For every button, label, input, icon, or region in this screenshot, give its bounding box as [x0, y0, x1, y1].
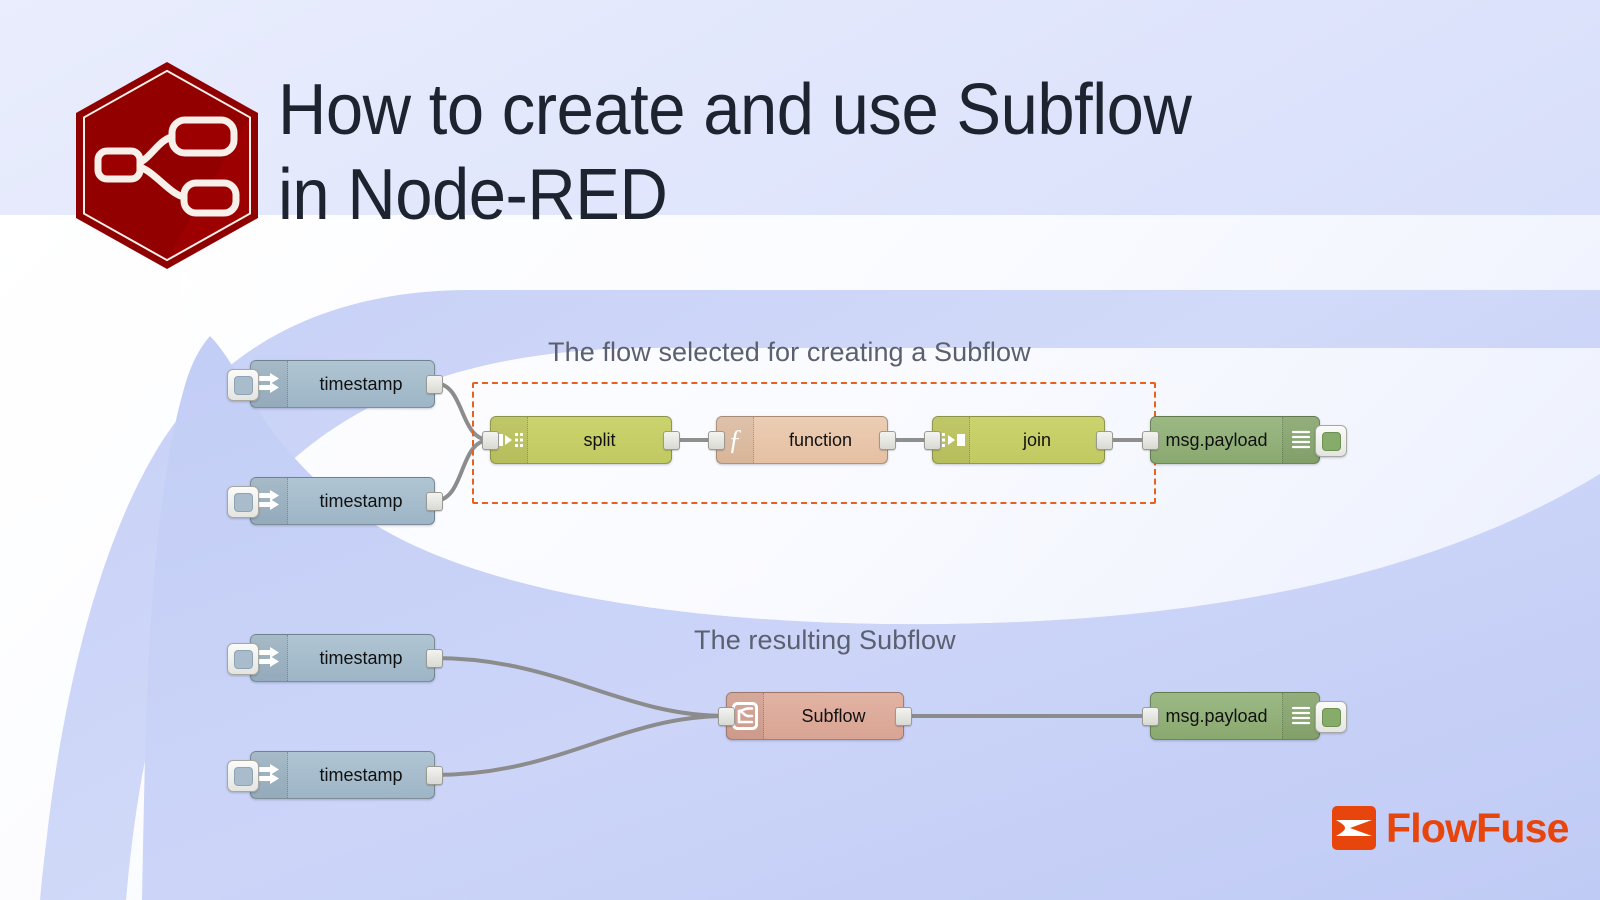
- node-label: Subflow: [801, 705, 866, 726]
- function-f-icon: ƒ: [717, 417, 754, 463]
- node-inject-timestamp-4[interactable]: timestamp: [227, 751, 443, 799]
- flowfuse-mark-icon: [1332, 806, 1376, 850]
- node-inject-timestamp-1[interactable]: timestamp: [227, 360, 443, 408]
- output-port[interactable]: [426, 492, 443, 511]
- output-port[interactable]: [663, 431, 680, 450]
- node-label: timestamp: [319, 490, 403, 511]
- output-port[interactable]: [879, 431, 896, 450]
- node-label: timestamp: [319, 764, 403, 785]
- input-port[interactable]: [1142, 431, 1159, 450]
- node-label: msg.payload: [1165, 705, 1268, 726]
- node-function[interactable]: ƒ function: [708, 416, 896, 464]
- output-port[interactable]: [426, 649, 443, 668]
- debug-lines-icon: [1282, 693, 1319, 739]
- node-subflow[interactable]: Subflow: [718, 692, 912, 740]
- input-port[interactable]: [718, 707, 735, 726]
- inject-trigger-button[interactable]: [227, 643, 259, 675]
- node-red-logo: [72, 58, 262, 273]
- debug-toggle-button[interactable]: [1315, 425, 1347, 457]
- input-port[interactable]: [1142, 707, 1159, 726]
- input-port[interactable]: [482, 431, 499, 450]
- output-port[interactable]: [1096, 431, 1113, 450]
- node-label: split: [583, 429, 616, 450]
- node-inject-timestamp-2[interactable]: timestamp: [227, 477, 443, 525]
- node-label: join: [1022, 429, 1052, 450]
- node-split[interactable]: split: [482, 416, 680, 464]
- page-title: How to create and use Subflow in Node-RE…: [278, 70, 1192, 235]
- inject-trigger-button[interactable]: [227, 369, 259, 401]
- caption-flow-selected: The flow selected for creating a Subflow: [548, 337, 1031, 367]
- inject-trigger-button[interactable]: [227, 760, 259, 792]
- node-debug-2[interactable]: msg.payload: [1142, 692, 1347, 740]
- node-inject-timestamp-3[interactable]: timestamp: [227, 634, 443, 682]
- node-debug-1[interactable]: msg.payload: [1142, 416, 1347, 464]
- node-label: timestamp: [319, 373, 403, 394]
- output-port[interactable]: [895, 707, 912, 726]
- subflow-icon: [727, 693, 764, 739]
- page-header: How to create and use Subflow in Node-RE…: [0, 0, 1600, 290]
- flowfuse-logo: FlowFuse: [1332, 806, 1569, 850]
- node-label: timestamp: [319, 647, 403, 668]
- input-port[interactable]: [924, 431, 941, 450]
- inject-trigger-button[interactable]: [227, 486, 259, 518]
- node-label: msg.payload: [1165, 429, 1268, 450]
- caption-resulting-subflow: The resulting Subflow: [694, 625, 956, 655]
- output-port[interactable]: [426, 766, 443, 785]
- debug-toggle-button[interactable]: [1315, 701, 1347, 733]
- node-label: function: [788, 429, 853, 450]
- flowfuse-wordmark: FlowFuse: [1386, 804, 1569, 851]
- svg-text:ƒ: ƒ: [728, 425, 742, 455]
- input-port[interactable]: [708, 431, 725, 450]
- node-join[interactable]: join: [924, 416, 1113, 464]
- output-port[interactable]: [426, 375, 443, 394]
- debug-lines-icon: [1282, 417, 1319, 463]
